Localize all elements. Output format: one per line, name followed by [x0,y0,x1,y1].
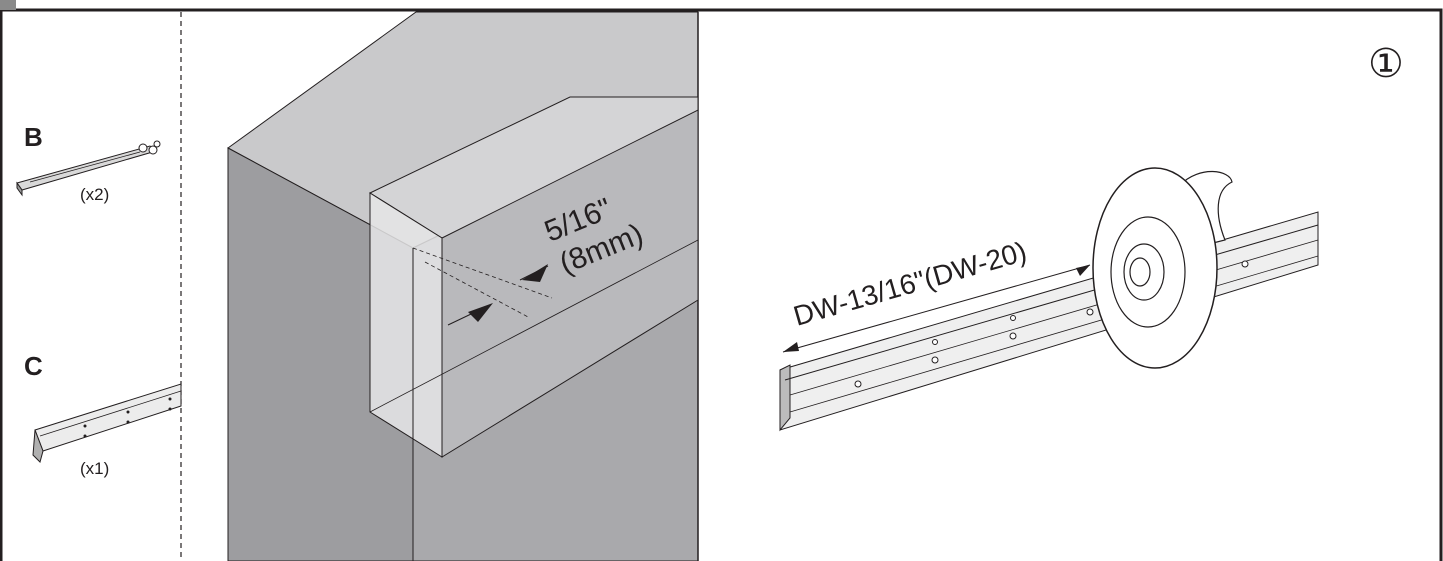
step-number: ① [1368,42,1404,86]
corner-tab [0,0,16,10]
wall-panel-illustration [227,11,699,561]
track-cut-illustration [779,167,1319,432]
part-b-illustration [16,140,161,197]
part-b-letter: B [24,122,43,152]
panel-frame [0,8,1443,561]
part-c-illustration [32,383,182,463]
part-c-quantity: (x1) [80,459,110,478]
part-b-quantity: (x2) [80,185,110,204]
part-c-letter: C [24,351,43,381]
